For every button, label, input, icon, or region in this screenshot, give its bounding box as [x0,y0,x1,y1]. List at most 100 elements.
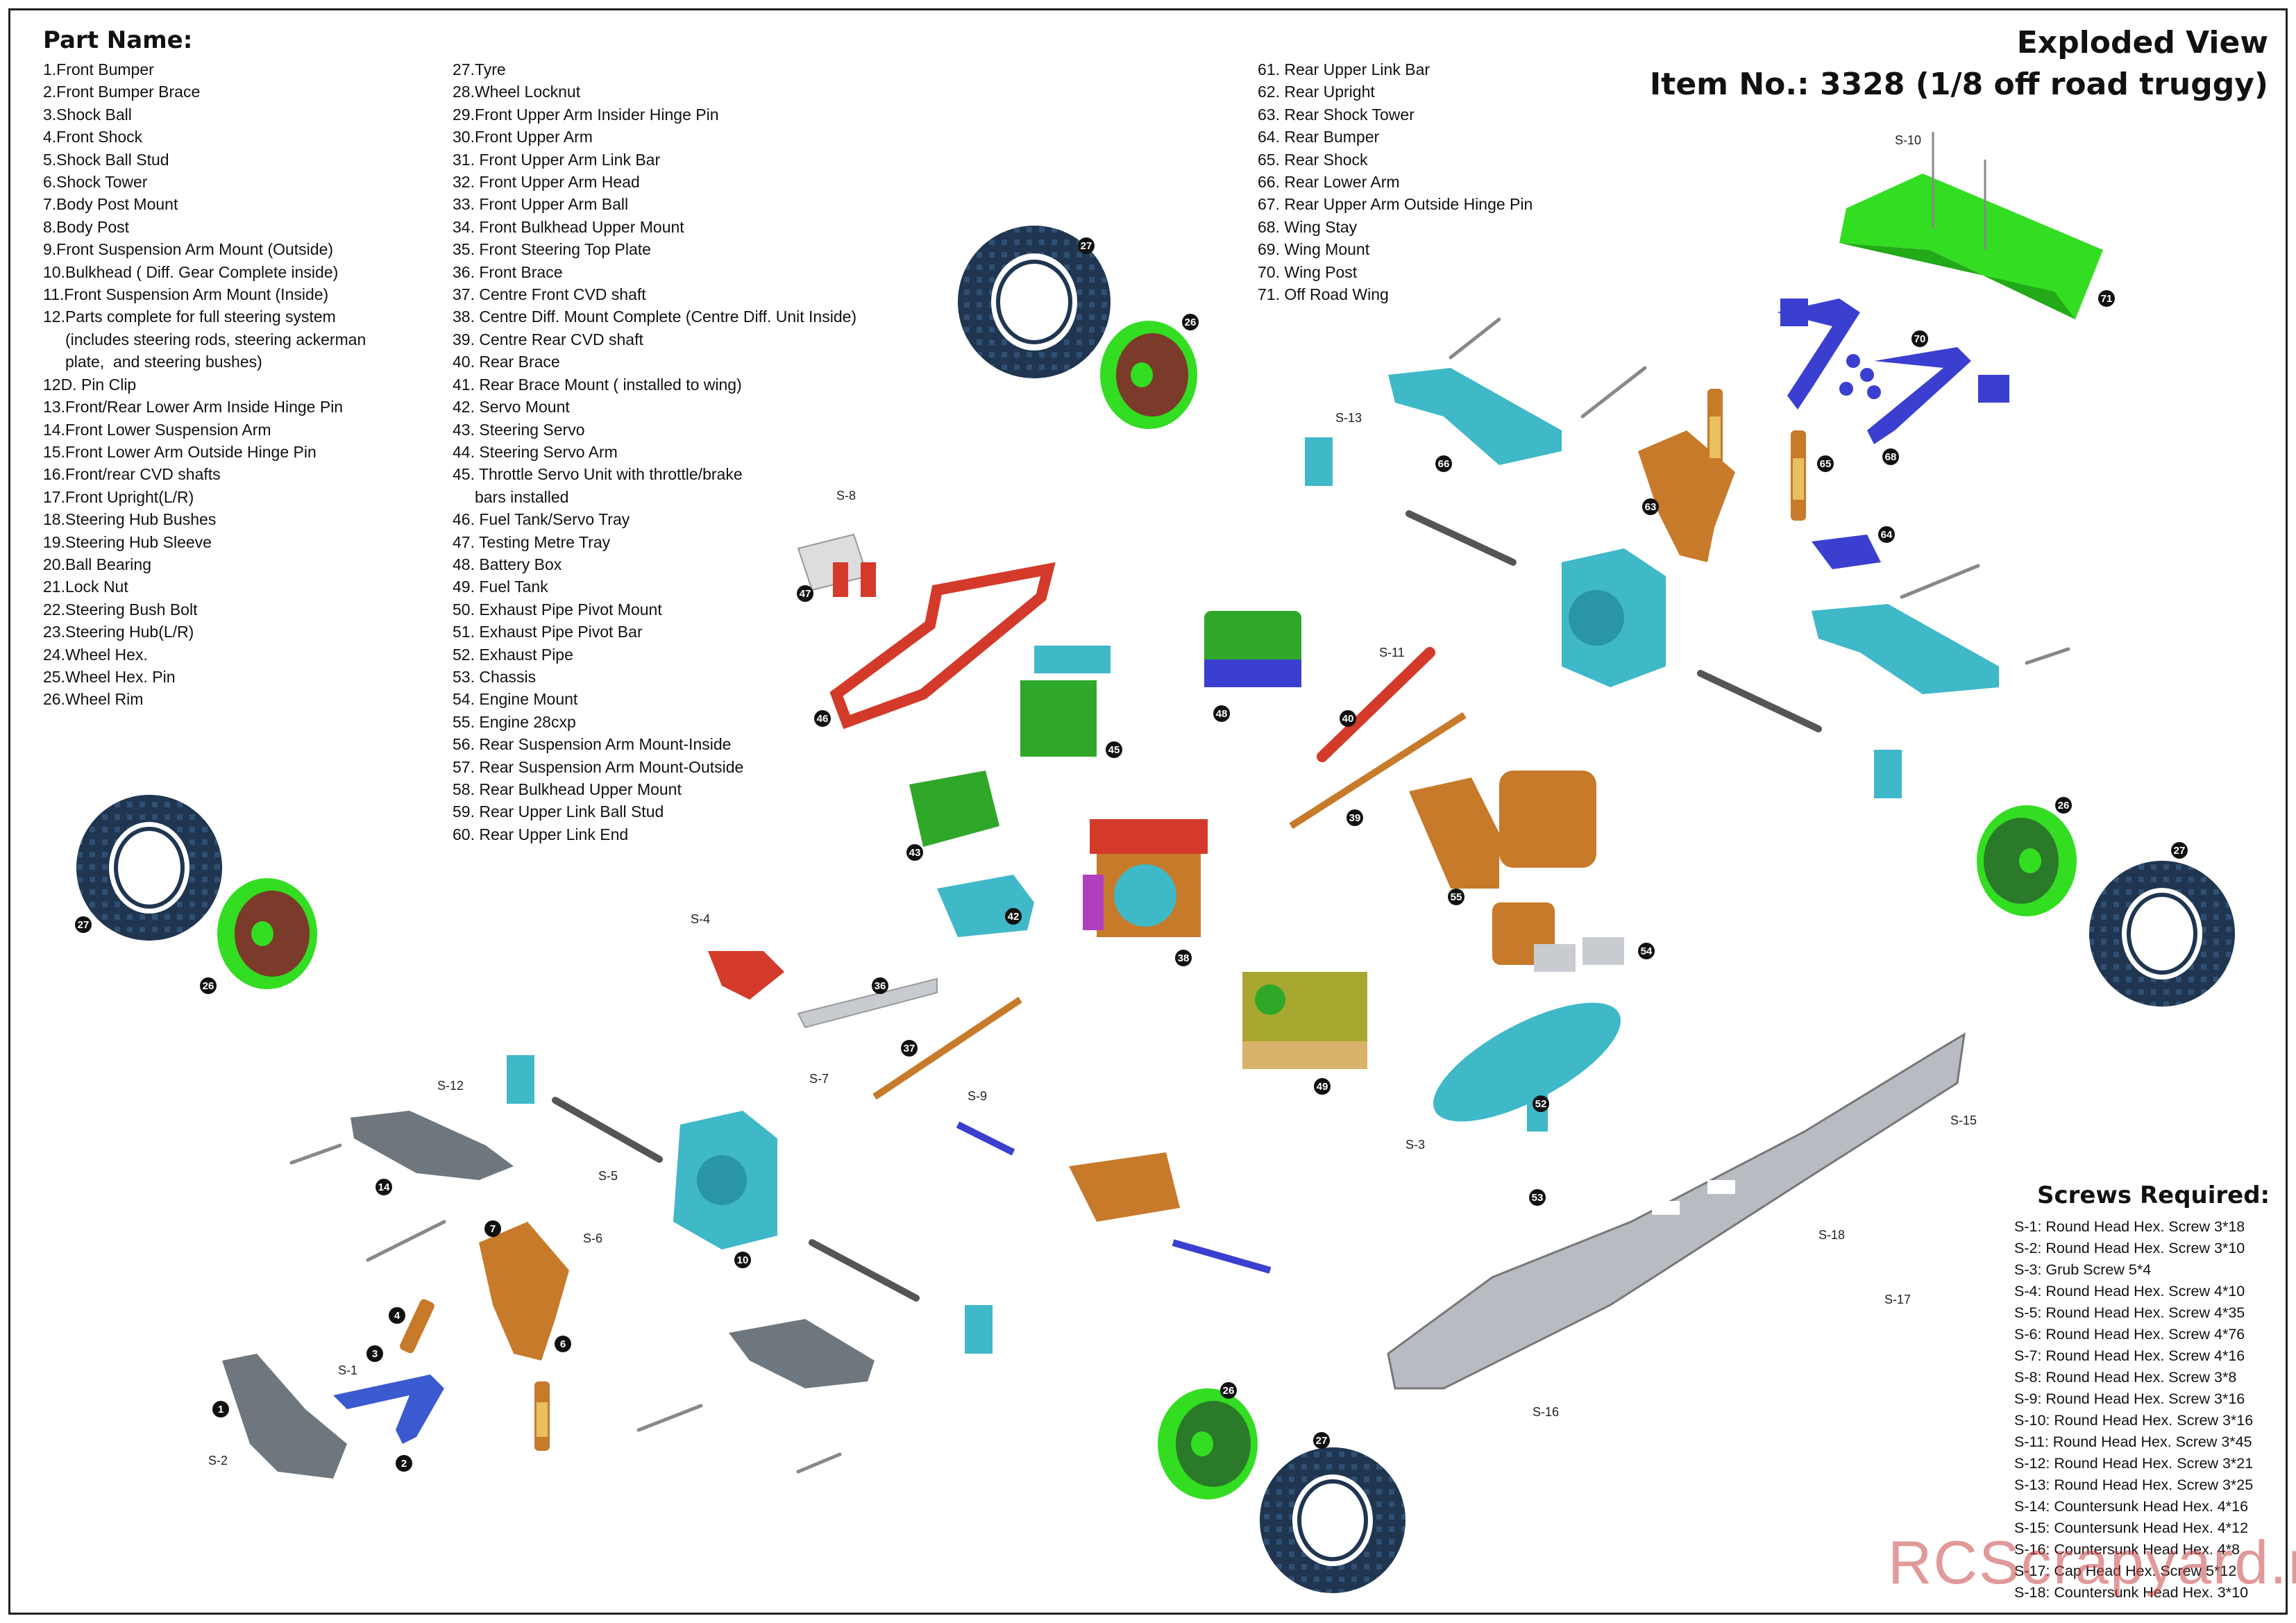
screw-label: S-1 [338,1363,357,1377]
callout-marker: 26 [1182,314,1199,330]
callout-marker: 71 [2098,290,2115,307]
front-brace [797,977,938,1029]
part-item: 51. Exhaust Pipe Pivot Bar [453,623,643,641]
screw-item: S-17: Cap Head Hex. Screw 5*12 [2014,1563,2237,1579]
callout-marker: 4 [389,1307,405,1324]
screw-label: S-6 [583,1231,602,1245]
front-shock-tower [479,1222,569,1361]
part-item: 14.Front Lower Suspension Arm [43,420,271,439]
part-item: 62. Rear Upright [1258,83,1375,101]
engine [1409,771,1596,965]
svg-text:26: 26 [1223,1385,1235,1397]
rear-cvd-shafts [1406,510,1822,732]
part-item: 53. Chassis [453,667,537,686]
svg-text:65: 65 [1820,458,1832,470]
callout-marker: 1 [212,1401,229,1418]
part-item: 64. Rear Bumper [1258,128,1380,146]
part-item: 40. Rear Brace [453,353,560,371]
front-bumper-brace [333,1374,444,1444]
part-item: 26.Wheel Rim [43,690,144,709]
svg-text:49: 49 [1317,1081,1328,1093]
part-item: 67. Rear Upper Arm Outside Hinge Pin [1258,195,1533,214]
part-item: 59. Rear Upper Link Ball Stud [453,802,664,821]
screw-label: S-7 [809,1072,829,1086]
item-number-title: Item No.: 3328 (1/8 off road truggy) [1649,67,2268,102]
screw-item: S-1: Round Head Hex. Screw 3*18 [2014,1218,2245,1235]
svg-text:38: 38 [1178,952,1190,964]
rim-bottom [1158,1388,1258,1499]
screw-item: S-12: Round Head Hex. Screw 3*21 [2014,1455,2254,1472]
part-item: plate, and steering bushes) [43,353,262,371]
screws-list: S-1: Round Head Hex. Screw 3*18 S-2: Rou… [2014,1216,2253,1604]
screw-label: S-18 [1818,1228,1845,1242]
part-item: 10.Bulkhead ( Diff. Gear Complete inside… [43,262,339,281]
part-item: 11.Front Suspension Arm Mount (Inside) [43,285,329,304]
svg-text:27: 27 [2174,845,2186,857]
part-item: 7.Body Post Mount [43,195,178,214]
screw-item: S-11: Round Head Hex. Screw 3*45 [2014,1433,2252,1450]
part-item: 24.Wheel Hex. [43,645,148,664]
part-item: 12.Parts complete for full steering syst… [43,308,336,326]
callout-marker: 42 [1005,908,1022,925]
callout-marker: 64 [1878,526,1895,543]
callout-marker: 70 [1911,330,1928,347]
screw-label: S-12 [437,1079,464,1093]
callout-marker: 46 [814,710,831,727]
part-item: 43. Steering Servo [453,420,585,439]
callout-marker: 63 [1642,498,1659,515]
part-item: 60. Rear Upper Link End [453,825,629,843]
part-item: 42. Servo Mount [453,398,570,417]
rear-brace [1317,647,1435,762]
part-item: 39. Centre Rear CVD shaft [453,330,643,348]
watermark: RCScrapyard.net [1888,1528,2296,1597]
tyre-left [76,795,222,941]
front-bulkhead [673,1111,777,1250]
screw-label: S-9 [968,1089,987,1103]
rear-bumper [1812,535,1881,569]
steering-servo [909,771,999,847]
part-item: 22.Steering Bush Bolt [43,600,198,619]
part-item: 47. Testing Metre Tray [453,532,611,551]
screw-label: S-13 [1335,411,1362,425]
svg-text:26: 26 [1185,317,1197,328]
screw-label: S-4 [691,912,710,926]
front-lower-arm [351,1111,875,1388]
part-item: 30.Front Upper Arm [453,128,593,146]
servo-mount [937,875,1034,937]
part-item: 25.Wheel Hex. Pin [43,667,176,686]
screw-item: S-15: Countersunk Head Hex. 4*12 [2014,1520,2249,1536]
callout-marker: 53 [1529,1189,1546,1206]
part-item: 13.Front/Rear Lower Arm Inside Hinge Pin [43,398,344,417]
callout-marker: 37 [901,1040,918,1057]
part-item: 49. Fuel Tank [453,578,548,596]
part-item: 16.Front/rear CVD shafts [43,465,221,484]
screw-item: S-5: Round Head Hex. Screw 4*35 [2014,1304,2245,1321]
parts-list-col2: 27.Tyre 28.Wheel Locknut 29.Front Upper … [453,58,856,846]
screw-item: S-10: Round Head Hex. Screw 3*16 [2014,1412,2254,1429]
part-item: 21.Lock Nut [43,578,128,596]
screw-item: S-9: Round Head Hex. Screw 3*16 [2014,1390,2245,1407]
screw-label: S-5 [598,1169,618,1183]
part-item: 20.Ball Bearing [43,555,151,573]
callout-marker [1815,448,1832,465]
callout-marker: 27 [75,916,92,933]
screw-label: S-3 [1406,1138,1425,1152]
part-item: 5.Shock Ball Stud [43,150,169,169]
svg-text:63: 63 [1645,501,1657,513]
battery-box [1204,611,1301,687]
part-name-title: Part Name: [43,26,193,54]
svg-text:55: 55 [1451,891,1462,903]
svg-text:14: 14 [378,1181,390,1193]
callouts: 1 2 3 4 6 7 10 14 27 26 36 37 38 39 40 4… [75,237,2188,1472]
screw-label: S-8 [836,489,856,503]
callout-marker: 47 [797,585,813,602]
part-item: 34. Front Bulkhead Upper Mount [453,217,684,236]
svg-text:54: 54 [1641,945,1653,957]
part-item: 3.Shock Ball [43,105,132,124]
svg-text:3: 3 [372,1348,378,1360]
steering-system [956,1121,1272,1274]
svg-text:70: 70 [1914,333,1926,345]
screw-label: S-10 [1895,133,1921,147]
svg-text:46: 46 [817,713,829,725]
part-item: 41. Rear Brace Mount ( installed to wing… [453,375,742,394]
